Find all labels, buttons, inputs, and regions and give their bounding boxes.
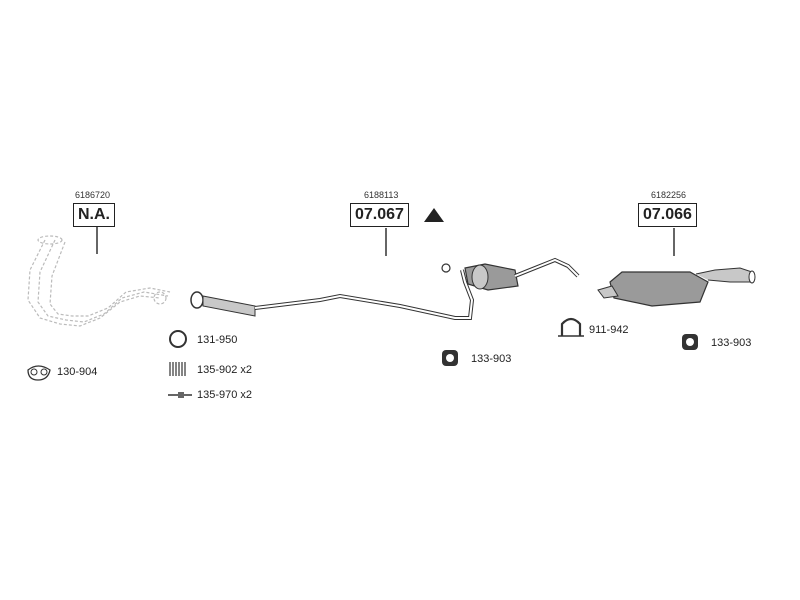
part-number-front: 6186720 (75, 190, 111, 200)
middle-pipe-drawing (190, 257, 580, 320)
warning-triangle-icon (424, 208, 444, 222)
code-box-rear: 07.066 (638, 203, 697, 227)
label-911-942: 911-942 (589, 324, 629, 336)
gasket-icon (27, 365, 51, 381)
rubber-hanger-icon (442, 350, 458, 366)
front-pipe-drawing (27, 235, 171, 327)
label-133-903-mid: 133-903 (471, 353, 512, 365)
bolt-icon (168, 392, 192, 398)
label-135-970: 135-970 x2 (197, 389, 253, 401)
label-130-904: 130-904 (57, 366, 98, 378)
code-box-middle: 07.067 (350, 203, 409, 227)
clamp-icon (558, 317, 584, 337)
code-box-front: N.A. (73, 203, 115, 227)
label-135-902: 135-902 x2 (197, 364, 253, 376)
rear-silencer-drawing (597, 267, 756, 307)
ring-icon (169, 330, 187, 348)
label-133-903-rear: 133-903 (711, 337, 752, 349)
rubber-hanger-rear-icon (682, 334, 698, 350)
part-number-middle: 6188113 (364, 190, 399, 200)
spring-icon (169, 362, 186, 376)
label-131-950: 131-950 (197, 334, 238, 346)
part-number-rear: 6182256 (651, 190, 687, 200)
